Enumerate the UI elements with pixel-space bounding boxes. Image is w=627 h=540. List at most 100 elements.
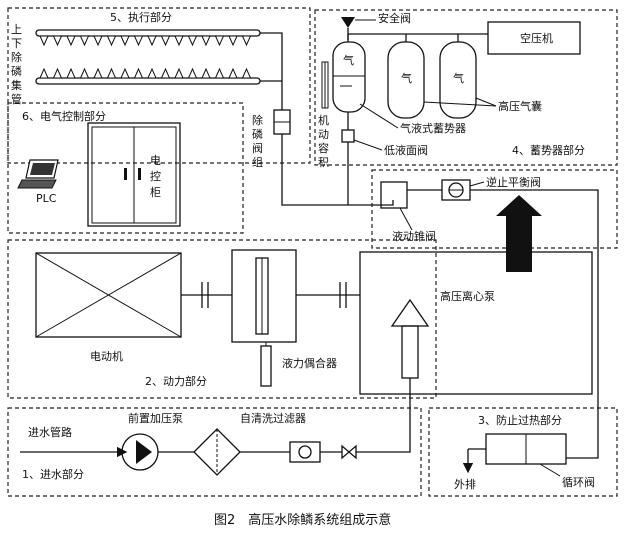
air-compressor [487, 21, 581, 55]
nozzle [106, 67, 117, 79]
nozzle [214, 35, 225, 47]
fluid-coupling-label: 液力偶合器 [282, 356, 337, 370]
frame-power [7, 239, 437, 399]
lower-header [35, 67, 261, 85]
nozzle [174, 35, 184, 47]
frame-check-valve [371, 169, 618, 249]
hp-airbag-1: 气 [387, 41, 425, 119]
hp-pump-label: 高压离心泵 [440, 289, 495, 303]
svg-text:气: 气 [401, 71, 412, 85]
nozzle [52, 35, 63, 47]
svg-text:阀: 阀 [252, 141, 263, 155]
svg-text:除: 除 [252, 113, 263, 127]
hp-pump [359, 251, 593, 395]
nozzle [147, 35, 157, 47]
nozzle [228, 35, 238, 47]
fluid-coupling [231, 249, 297, 387]
circulation-valve [485, 433, 567, 465]
nozzle [120, 35, 130, 47]
nozzle [147, 67, 157, 79]
frame-water-inlet [7, 407, 422, 497]
nozzle [241, 35, 252, 47]
safety-valve-icon [341, 17, 376, 28]
nozzle [160, 67, 171, 79]
section-label-actuator: 5、执行部分 [110, 10, 172, 24]
inlet-gate-valve [341, 444, 357, 460]
low-level-valve [341, 129, 355, 143]
frame-overheat [428, 407, 618, 497]
low-level-valve-label: 低液面阀 [384, 143, 428, 157]
svg-text:下: 下 [11, 37, 22, 50]
svg-text:柜: 柜 [150, 186, 161, 199]
section-label-accumulator: 4、蓄势器部分 [512, 143, 585, 157]
svg-text:管: 管 [11, 92, 22, 106]
nozzle [39, 67, 49, 79]
nozzle [187, 67, 198, 79]
nozzle [93, 67, 103, 79]
nozzle [201, 35, 211, 47]
svg-text:控: 控 [150, 169, 161, 183]
section-label-power: 2、动力部分 [145, 374, 207, 388]
nozzle [39, 35, 49, 47]
nozzle [93, 35, 103, 47]
nozzle [133, 67, 144, 79]
self-clean-filter [193, 428, 241, 476]
lower-nozzles [39, 67, 252, 79]
hydraulic-cone-valve-label: 液动锥阀 [392, 229, 436, 243]
svg-text:气: 气 [343, 53, 354, 67]
svg-text:上: 上 [11, 23, 22, 36]
nozzle [120, 67, 130, 79]
nozzle [160, 35, 171, 47]
upper-nozzles [39, 35, 252, 47]
drain-label: 外排 [454, 477, 476, 491]
nozzle [187, 35, 198, 47]
svg-text:组: 组 [252, 155, 263, 169]
plc-label: PLC [36, 192, 57, 205]
control-cabinet-label: 电 控 柜 [150, 154, 161, 199]
flow-arrow [496, 195, 542, 272]
laptop-icon [17, 159, 59, 189]
svg-text:积: 积 [318, 156, 329, 169]
svg-text:气: 气 [453, 71, 464, 85]
self-clean-filter-label: 自清洗过滤器 [240, 412, 306, 425]
machine-container [321, 61, 329, 109]
section-label-electrical: 6、电气控制部分 [22, 109, 106, 123]
gas-liquid-accumulator: 气 [332, 28, 366, 113]
hydraulic-cone-valve [380, 181, 408, 209]
nozzle [133, 35, 144, 47]
motor [35, 252, 182, 338]
hp-airbag-label: 高压气囊 [498, 99, 542, 113]
svg-text:电: 电 [150, 154, 161, 167]
nozzle [52, 67, 63, 79]
accumulator-label: 气液式蓄势器 [400, 121, 466, 135]
control-cabinet [87, 122, 181, 227]
svg-text:除: 除 [11, 50, 22, 64]
air-compressor-label: 空压机 [520, 31, 553, 45]
descaling-valve-label: 除 磷 阀 组 [252, 113, 263, 169]
header-pipe-label: 上 下 除 磷 集 管 [11, 23, 22, 106]
svg-text:磷: 磷 [252, 128, 263, 141]
pump-inlet-arrow [390, 298, 430, 379]
nozzle [201, 67, 211, 79]
nozzle [214, 67, 225, 79]
check-balance-valve-label: 逆止平衡阀 [486, 175, 541, 189]
nozzle [241, 67, 252, 79]
check-balance-valve [441, 179, 471, 201]
svg-text:磷: 磷 [11, 65, 22, 78]
machine-container-label: 机 动 容 积 [318, 113, 329, 169]
svg-text:机: 机 [318, 113, 329, 127]
svg-text:容: 容 [318, 141, 329, 155]
booster-pump-label: 前置加压泵 [128, 411, 183, 425]
inlet-check-valve [289, 441, 321, 463]
nozzle [79, 67, 90, 79]
hp-airbag-2: 气 [439, 41, 477, 119]
nozzle [66, 67, 76, 79]
booster-pump [121, 433, 159, 471]
frame-electrical [7, 102, 244, 234]
safety-valve-label: 安全阀 [378, 11, 411, 25]
nozzle [106, 35, 117, 47]
circulation-valve-label: 循环阀 [562, 475, 595, 489]
nozzle [79, 35, 90, 47]
nozzle [66, 35, 76, 47]
